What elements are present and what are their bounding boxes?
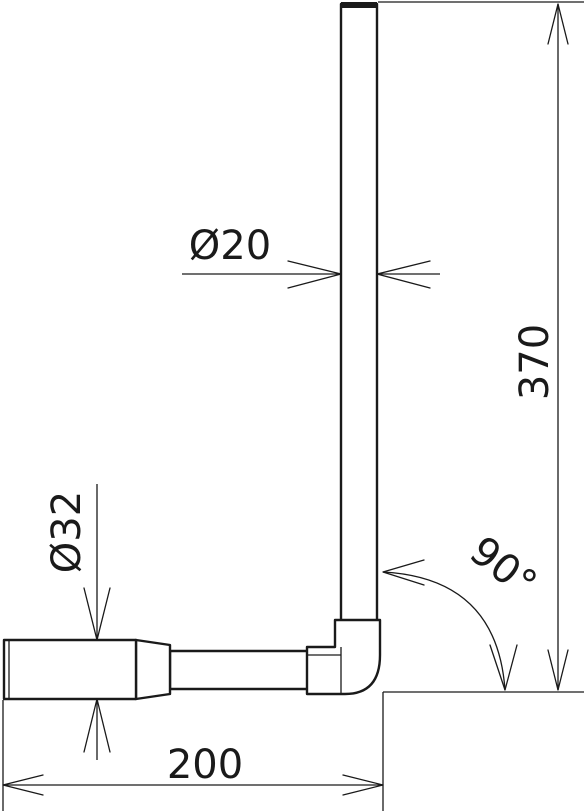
height-dimension: 370 — [512, 3, 569, 691]
width-arrow-left — [2, 774, 44, 796]
height-arrow-bottom — [547, 649, 569, 691]
angle-arrow-top — [382, 559, 425, 586]
rod-diameter-dimension: Ø20 — [182, 223, 440, 289]
rod-diameter-label: Ø20 — [189, 223, 271, 269]
rod-diameter-arrow-right — [376, 260, 431, 289]
base-diameter-arrow-top — [83, 587, 111, 641]
height-label: 370 — [512, 324, 558, 400]
angle-label: 90° — [461, 528, 545, 608]
horizontal-rod — [168, 649, 312, 691]
elbow-fitting — [305, 618, 382, 696]
rod-diameter-arrow-left — [287, 260, 342, 289]
width-arrow-right — [342, 774, 384, 796]
width-dimension: 200 — [2, 742, 384, 796]
vertical-rod — [339, 2, 379, 630]
width-label: 200 — [167, 742, 243, 788]
height-arrow-top — [547, 3, 569, 45]
part-outline — [2, 2, 382, 701]
base-diameter-arrow-bottom — [83, 698, 111, 753]
base-diameter-label: Ø32 — [44, 491, 90, 573]
base-diameter-dimension: Ø32 — [44, 484, 111, 760]
cylindrical-base — [2, 638, 138, 701]
angle-dimension: 90° — [382, 528, 545, 691]
angle-arrow-bottom — [489, 644, 518, 691]
angle-arc — [382, 571, 506, 691]
tapered-transition — [134, 638, 172, 701]
rod-top-cap — [341, 2, 377, 8]
